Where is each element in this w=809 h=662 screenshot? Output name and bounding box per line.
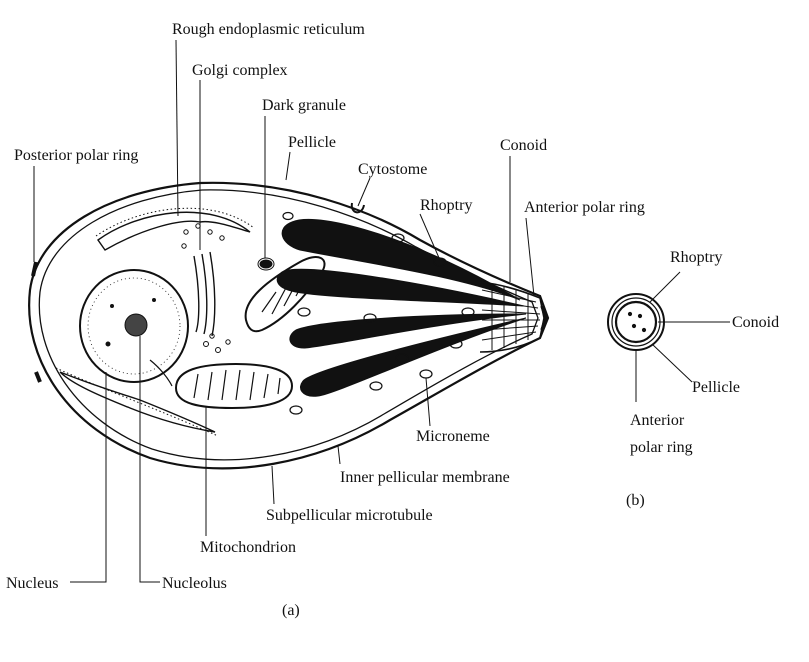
label-rough-er: Rough endoplasmic reticulum [172, 21, 365, 38]
cross-section-structure [607, 293, 665, 351]
label-pellicle: Pellicle [288, 134, 336, 151]
label-b-rhoptry: Rhoptry [670, 249, 722, 266]
conoid-structure [479, 281, 545, 353]
cytostome-structure [350, 202, 365, 214]
labels-panel-a: Rough endoplasmic reticulum Golgi comple… [6, 21, 645, 619]
label-nucleolus: Nucleolus [162, 575, 227, 592]
anterior-polar-ring-structure [540, 305, 548, 331]
nucleus-structure [79, 269, 189, 383]
nucleolus-structure [124, 313, 148, 337]
label-b-anterior: Anterior [630, 412, 685, 429]
mitochondrion-lower-structure [174, 362, 294, 410]
label-cytostome: Cytostome [358, 161, 427, 178]
label-dark-granule: Dark granule [262, 97, 346, 114]
dark-granule-structure [257, 257, 275, 271]
microneme-structures [282, 211, 475, 415]
label-conoid: Conoid [500, 137, 547, 154]
label-b-conoid: Conoid [732, 314, 779, 331]
label-nucleus: Nucleus [6, 575, 58, 592]
label-inner-pellicular-membrane: Inner pellicular membrane [340, 469, 510, 486]
leader-lines-panel-b [635, 271, 730, 402]
label-golgi-complex: Golgi complex [192, 62, 288, 79]
posterior-polar-ring-structure [31, 261, 42, 383]
golgi-structure [181, 223, 231, 353]
label-microneme: Microneme [416, 428, 490, 445]
labels-panel-b: Rhoptry Conoid Pellicle Anterior polar r… [626, 249, 779, 509]
rhoptry-structures [276, 218, 527, 397]
label-subpellicular-microtubule: Subpellicular microtubule [266, 507, 433, 524]
leader-lines [33, 39, 535, 583]
label-panel-a: (a) [282, 602, 300, 619]
label-mitochondrion: Mitochondrion [200, 539, 296, 556]
label-b-polar-ring: polar ring [630, 439, 693, 456]
rough-er-structure [55, 207, 255, 437]
label-b-pellicle: Pellicle [692, 379, 740, 396]
label-posterior-polar-ring: Posterior polar ring [14, 147, 138, 164]
cell-outline [28, 181, 550, 470]
label-panel-b: (b) [626, 492, 645, 509]
label-anterior-polar-ring: Anterior polar ring [524, 199, 645, 216]
label-rhoptry: Rhoptry [420, 197, 472, 214]
